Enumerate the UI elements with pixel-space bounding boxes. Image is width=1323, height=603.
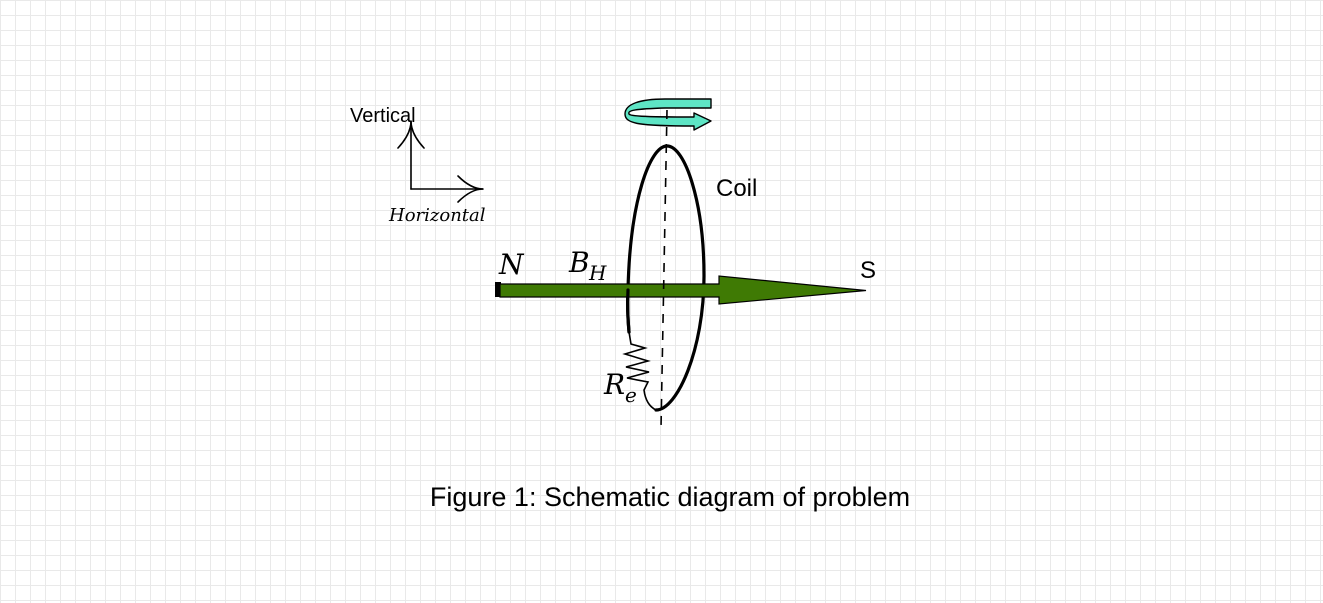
horizontal-label: Horizontal	[388, 205, 486, 226]
field-label-main: B	[568, 246, 590, 279]
vertical-axis-arrowhead	[397, 120, 425, 149]
resistor-label-main: R	[603, 368, 625, 401]
coil-front-arc	[625, 288, 631, 334]
south-pole-label: S	[860, 257, 876, 284]
field-label: B H	[568, 246, 607, 285]
coil-label: Coil	[716, 175, 757, 202]
north-pole-label: N	[498, 248, 525, 281]
resistor-label: R e	[603, 368, 637, 407]
curved-rotation-arrow-icon	[624, 98, 712, 131]
vertical-label: Vertical	[350, 105, 416, 127]
horizontal-axis-arrowhead	[457, 175, 484, 203]
resistor-label-subscript: e	[625, 383, 637, 407]
magnetic-field-arrow	[495, 275, 867, 305]
north-end-cap	[495, 282, 501, 297]
figure-caption: Figure 1: Schematic diagram of problem	[430, 482, 910, 512]
rotation-axis	[660, 109, 668, 429]
field-label-subscript: H	[588, 261, 607, 285]
resistor-zigzag-icon	[622, 331, 657, 411]
axes-icon	[397, 120, 484, 203]
